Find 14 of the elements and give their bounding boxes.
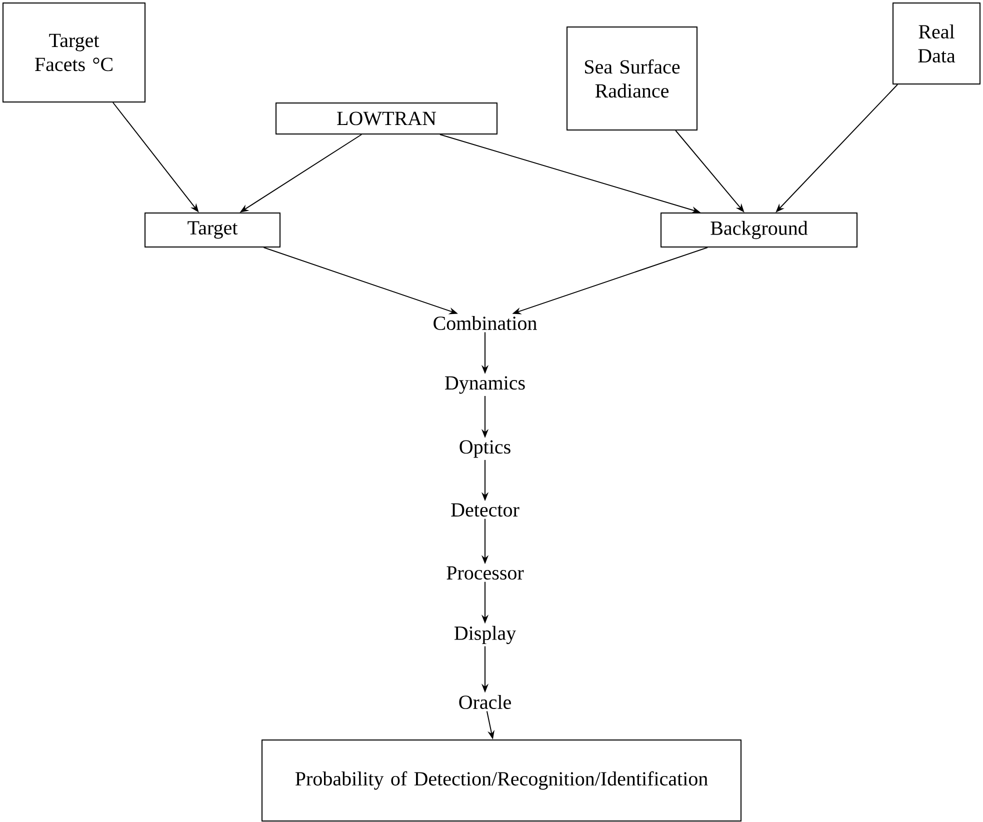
- step-label: Detector: [451, 503, 520, 517]
- process-box: Background: [660, 212, 858, 248]
- step-label: Oracle: [459, 694, 511, 710]
- process-box: Target: [144, 212, 280, 248]
- process-box: LOWTRAN: [276, 102, 498, 134]
- process-box: Sea Surface Radiance: [566, 26, 698, 130]
- process-box: Probability of Detection/Recognition/Identification: [262, 740, 742, 822]
- process-box: Target Facets °C: [2, 2, 146, 102]
- process-box: Real Data: [892, 2, 980, 84]
- step-label: Combination: [434, 316, 537, 330]
- step-label: Optics: [460, 440, 510, 458]
- step-label: Dynamics: [445, 376, 525, 394]
- step-label: Display: [454, 626, 516, 644]
- step-label: Processor: [446, 566, 524, 580]
